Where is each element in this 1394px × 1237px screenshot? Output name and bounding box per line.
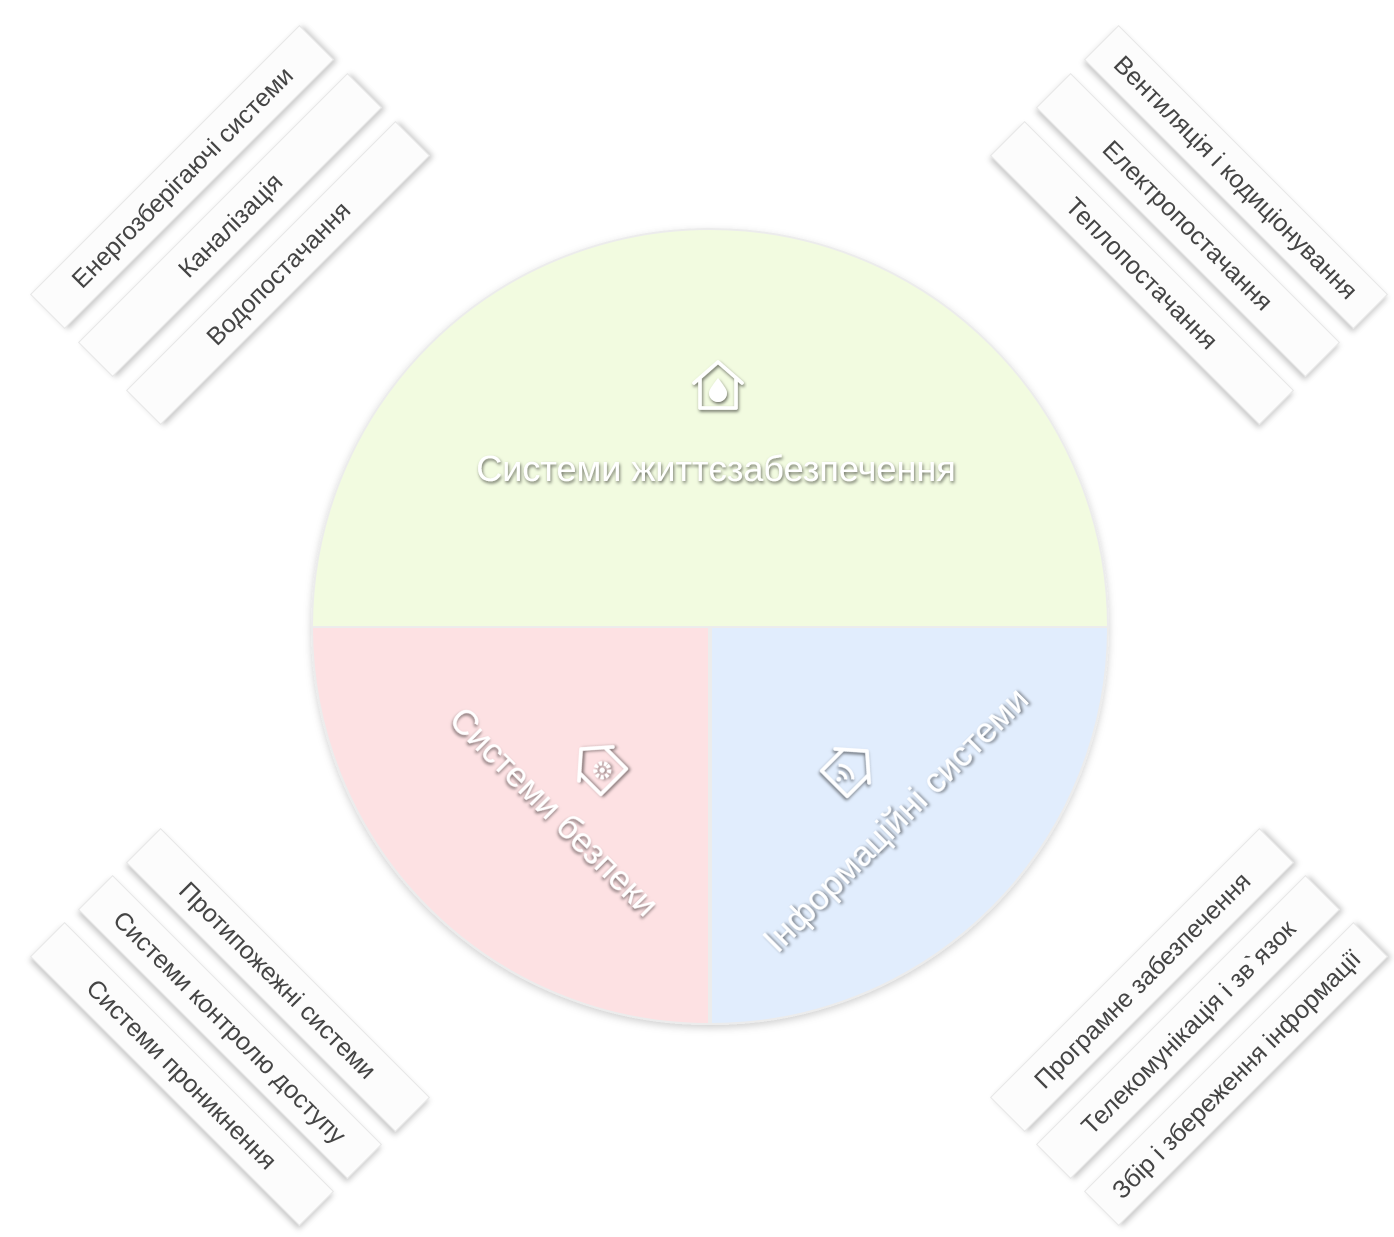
strip-group-bottom-left: Протипожежні системи Системи контролю до… — [29, 827, 431, 1227]
segment-top-label: Системи життєзабезпечення — [476, 448, 955, 489]
segment-circle — [310, 228, 1110, 1026]
strip-group-top-left: Енергозберігаючі системи Каналізація Вод… — [29, 24, 431, 426]
strip-group-bottom-right: Програмне забезпечення Телекомунікація і… — [989, 827, 1389, 1227]
house-wifi-icon — [819, 747, 871, 799]
segment-right — [710, 626, 1110, 1026]
house-drop-icon — [692, 360, 744, 410]
segment-left — [310, 626, 710, 1026]
strip-group-top-right: Вентиляція і кодиціонування Електропоста… — [989, 24, 1389, 426]
house-gear-icon — [577, 745, 629, 797]
segment-top — [310, 228, 1110, 628]
